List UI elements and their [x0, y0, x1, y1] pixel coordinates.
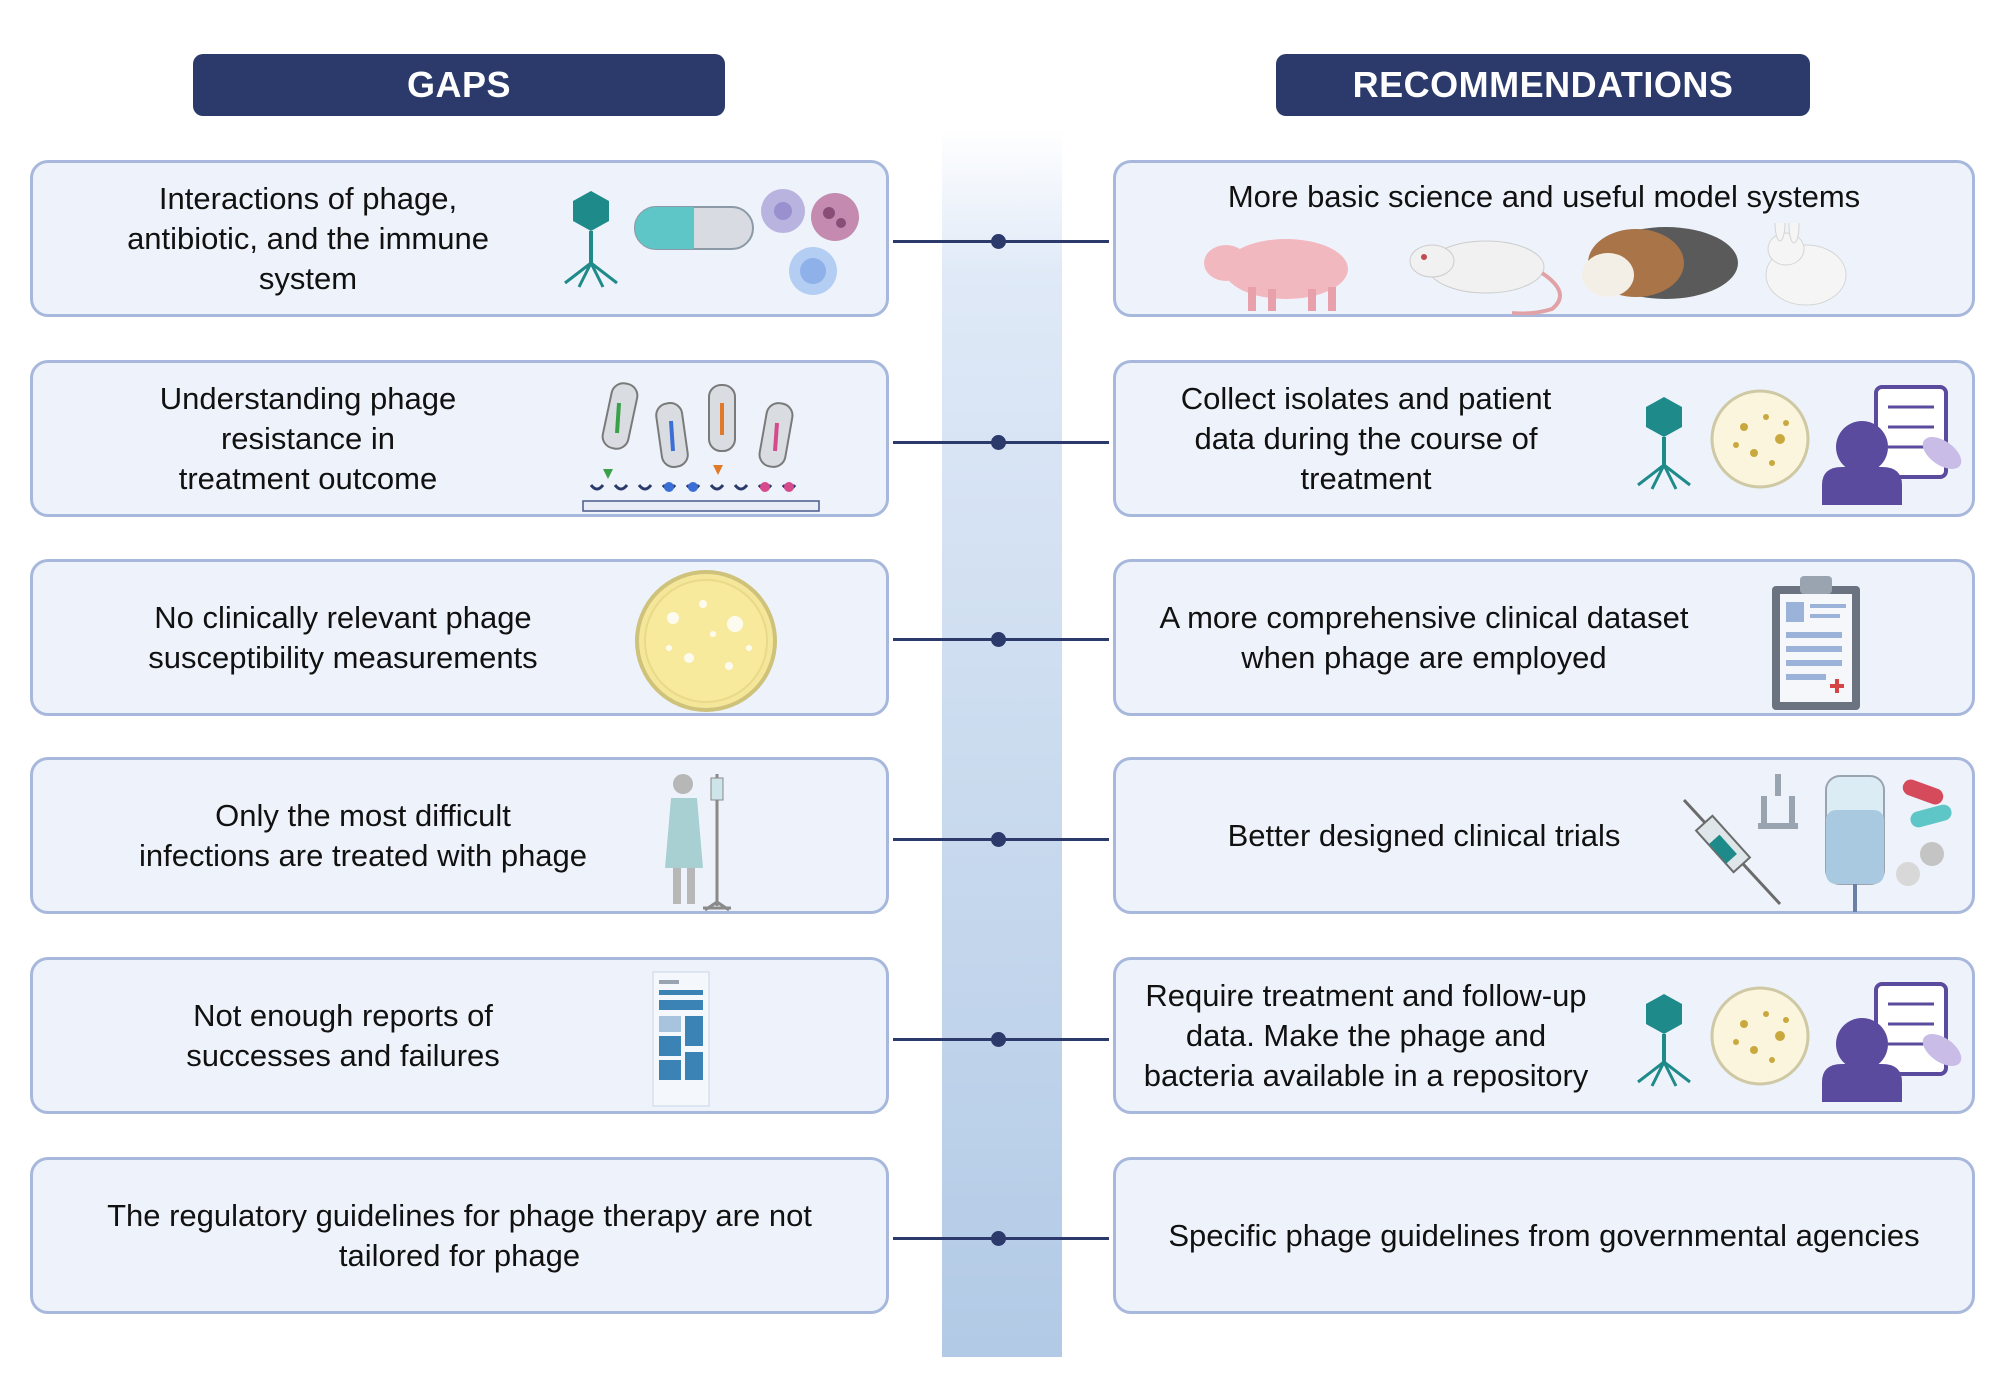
recommendation-text-1: More basic science and useful model syst…: [1227, 179, 1861, 214]
gap-text-5: Not enough reports of successes and fail…: [186, 997, 500, 1073]
report-document-icon: [652, 971, 710, 1107]
connector-dot-4: [991, 832, 1006, 847]
recommendation-text-6: Specific phage guidelines from governmen…: [1168, 1217, 1920, 1253]
connector-dot-1: [991, 234, 1006, 249]
recommendation-text-5: Require treatment and follow-up data. Ma…: [1143, 977, 1589, 1093]
connector-dot-5: [991, 1032, 1006, 1047]
connector-dot-6: [991, 1231, 1006, 1246]
gap-box-1: Interactions of phage, antibiotic, and t…: [30, 160, 889, 317]
gap-text-1: Interactions of phage, antibiotic, and t…: [127, 180, 489, 296]
gap-box-2: Understanding phage resistance in treatm…: [30, 360, 889, 517]
gap-text-2: Understanding phage resistance in treatm…: [159, 380, 457, 496]
recommendation-box-1: More basic science and useful model syst…: [1113, 160, 1975, 317]
recommendations-header: RECOMMENDATIONS: [1276, 54, 1810, 116]
connector-dot-2: [991, 435, 1006, 450]
gap-box-5: Not enough reports of successes and fail…: [30, 957, 889, 1114]
phage-resistance-icon: [582, 382, 820, 512]
gap-box-6: The regulatory guidelines for phage ther…: [30, 1157, 889, 1314]
gap-text-4: Only the most difficult infections are t…: [138, 797, 588, 873]
recommendation-box-3: A more comprehensive clinical dataset wh…: [1113, 559, 1975, 716]
clipboard-icon: [1772, 576, 1860, 710]
recommendation-box-4: Better designed clinical trials: [1113, 757, 1975, 914]
gap-box-4: Only the most difficult infections are t…: [30, 757, 889, 914]
recommendation-text-2: Collect isolates and patient data during…: [1180, 380, 1552, 496]
gap-text-6: The regulatory guidelines for phage ther…: [107, 1197, 812, 1273]
gap-text-3: No clinically relevant phage susceptibil…: [148, 599, 538, 675]
model-animals-icon: [1204, 223, 1847, 315]
connector-dot-3: [991, 632, 1006, 647]
recommendation-box-6: Specific phage guidelines from governmen…: [1113, 1157, 1975, 1314]
center-spine: [942, 128, 1062, 1357]
recommendation-box-5: Require treatment and follow-up data. Ma…: [1113, 957, 1975, 1114]
phage-petri-patient-data-icon: [1637, 982, 1962, 1102]
recommendation-box-2: Collect isolates and patient data during…: [1113, 360, 1975, 517]
patient-iv-icon: [665, 774, 731, 912]
phage-petri-patient-data-icon: [1637, 385, 1962, 505]
phage-antibiotic-immune-icon: [564, 189, 859, 295]
clinical-trial-supplies-icon: [1682, 774, 1952, 912]
gaps-header: GAPS: [193, 54, 725, 116]
recommendation-text-3: A more comprehensive clinical dataset wh…: [1159, 599, 1689, 675]
petri-dish-icon: [635, 570, 777, 712]
gap-box-3: No clinically relevant phage susceptibil…: [30, 559, 889, 716]
recommendation-text-4: Better designed clinical trials: [1227, 817, 1621, 853]
